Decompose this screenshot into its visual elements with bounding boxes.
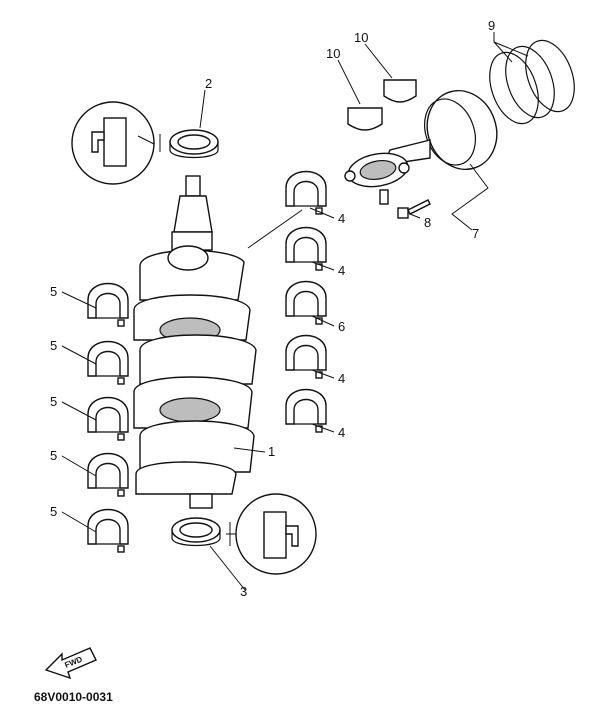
piston-pin-bearings	[347, 79, 417, 131]
callout-4b: 4	[338, 263, 345, 278]
oil-seal-bottom	[171, 517, 221, 547]
oil-seal-top	[169, 129, 219, 159]
seal-detail-inset-bottom	[226, 493, 317, 575]
callout-5e: 5	[50, 504, 57, 519]
callout-9: 9	[488, 18, 495, 33]
leader-lines	[61, 32, 529, 591]
fwd-direction-arrow: FWD	[44, 647, 97, 680]
main-bearings-lower	[87, 282, 129, 553]
diagram-code: 68V0010-0031	[34, 690, 113, 704]
callout-5c: 5	[50, 394, 57, 409]
connecting-rod-bolt	[397, 199, 431, 219]
callout-7: 7	[472, 226, 479, 241]
callout-10b: 10	[354, 30, 368, 45]
piston-rings	[489, 39, 575, 125]
callout-2: 2	[205, 76, 212, 91]
callout-4d: 4	[338, 425, 345, 440]
callout-1: 1	[268, 444, 275, 459]
callout-6: 6	[338, 319, 345, 334]
callout-4a: 4	[338, 211, 345, 226]
callout-10a: 10	[326, 46, 340, 61]
callout-5b: 5	[50, 338, 57, 353]
callout-5a: 5	[50, 284, 57, 299]
callout-4c: 4	[338, 371, 345, 386]
callout-3: 3	[240, 584, 247, 599]
piston-connecting-rod-assembly	[344, 89, 498, 205]
seal-detail-inset-top	[71, 101, 161, 185]
callout-8: 8	[424, 215, 431, 230]
main-bearings-upper	[285, 170, 327, 433]
callout-5d: 5	[50, 448, 57, 463]
crankshaft	[133, 175, 257, 509]
